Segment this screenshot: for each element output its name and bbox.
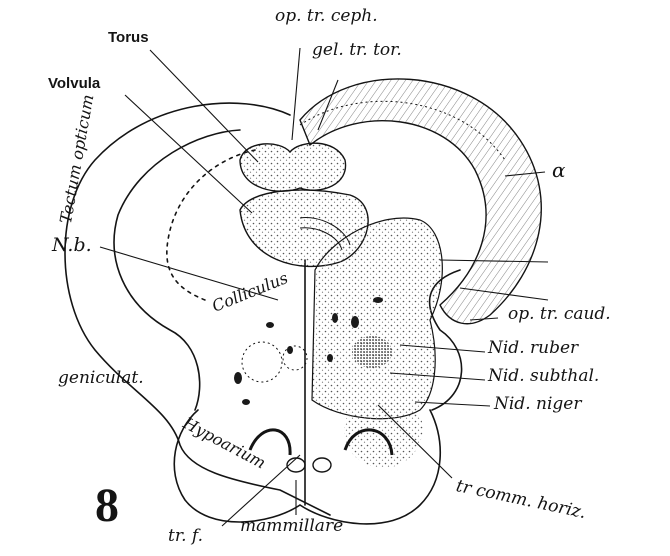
label-tr-f: tr. f. bbox=[168, 528, 203, 545]
torus-body bbox=[240, 143, 346, 191]
label-nid-subthal: Nid. subthal. bbox=[488, 368, 599, 385]
label-torus: Torus bbox=[108, 30, 149, 45]
tectum-dashed-contour bbox=[167, 150, 255, 300]
label-nid-ruber: Nid. ruber bbox=[488, 340, 578, 357]
label-alpha: α bbox=[552, 160, 566, 180]
label-op-tr-ceph: op. tr. ceph. bbox=[275, 8, 378, 25]
nucleus-ruber bbox=[352, 336, 392, 368]
label-mammillare: mammillare bbox=[240, 518, 343, 535]
label-nid-niger: Nid. niger bbox=[494, 396, 581, 413]
label-gel-tr-tor: gel. tr. tor. bbox=[312, 42, 402, 59]
mammillary-body-right bbox=[313, 458, 331, 472]
label-nb: N.b. bbox=[52, 236, 92, 255]
label-volvula: Volvula bbox=[48, 76, 100, 91]
figure-number: 8 bbox=[95, 482, 119, 530]
label-geniculat: geniculat. bbox=[58, 370, 144, 387]
tegmentum-right bbox=[312, 218, 442, 419]
label-op-tr-caud: op. tr. caud. bbox=[508, 306, 611, 323]
